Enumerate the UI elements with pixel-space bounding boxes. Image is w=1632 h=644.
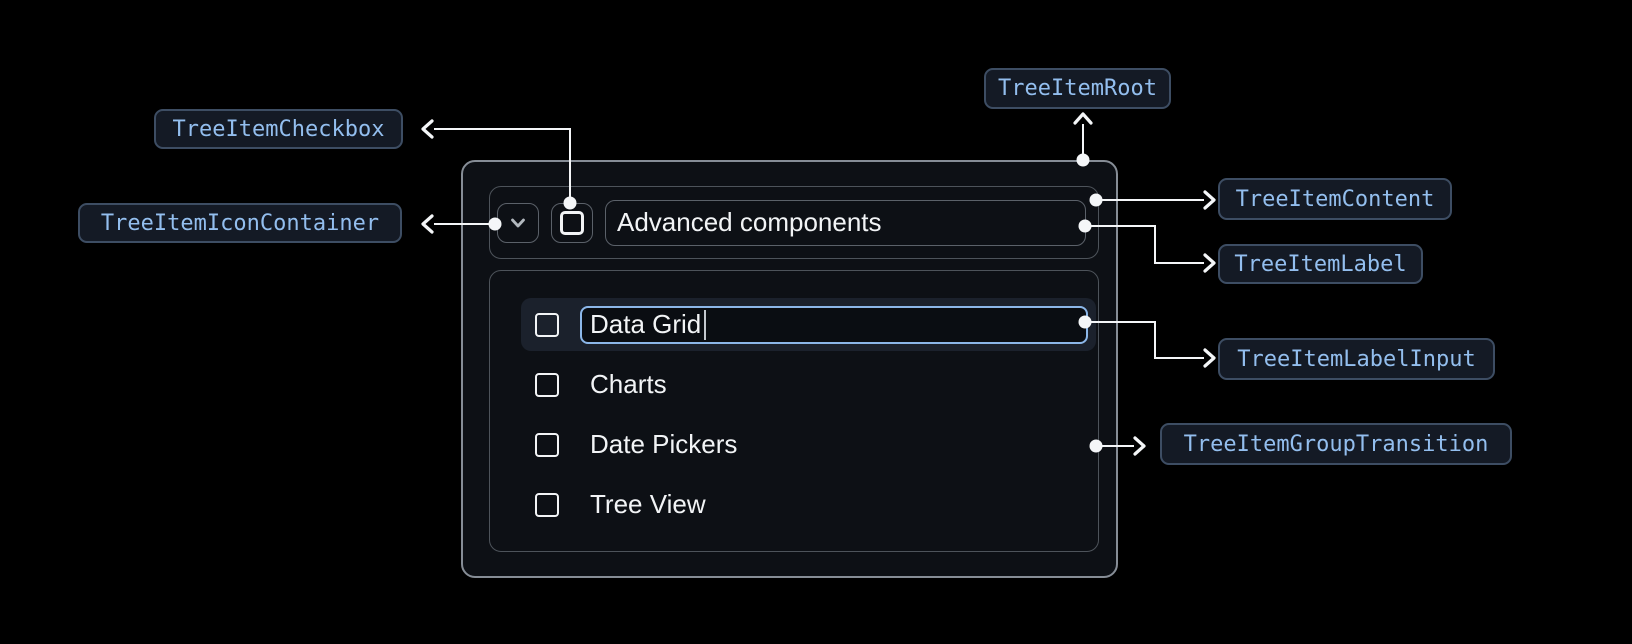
badge-tree-item-group-transition: TreeItemGroupTransition (1160, 423, 1512, 465)
badge-tree-item-label-input: TreeItemLabelInput (1218, 338, 1495, 380)
tree-item-label-input[interactable]: Data Grid (580, 305, 1088, 344)
badge-tree-item-root: TreeItemRoot (984, 68, 1171, 109)
tree-row[interactable]: Charts (521, 358, 1096, 411)
tree-item-group-transition: Data Grid Charts Date Pickers Tree View (489, 270, 1099, 552)
chevron-down-icon (511, 218, 525, 227)
arrow-left-icon (421, 119, 434, 139)
checkbox-icon[interactable] (535, 312, 559, 337)
checkbox-icon[interactable] (535, 432, 559, 457)
parent-item-label: Advanced components (617, 207, 882, 237)
tree-item-label: Date Pickers (590, 429, 738, 459)
tree-item-label: Tree View (590, 489, 706, 519)
arrow-up-icon (1073, 112, 1093, 125)
tree-item-icon-container[interactable] (497, 202, 539, 243)
arrow-right-icon (1203, 348, 1216, 368)
tree-item-root: Advanced components Data Grid Charts Dat… (461, 160, 1118, 578)
badge-tree-item-icon-container: TreeItemIconContainer (78, 203, 402, 243)
tree-row-editing[interactable]: Data Grid (521, 298, 1096, 351)
badge-tree-item-content: TreeItemContent (1218, 178, 1452, 220)
label-input-value: Data Grid (590, 309, 702, 339)
tree-item-label: Advanced components (605, 199, 1086, 246)
badge-tree-item-checkbox: TreeItemCheckbox (154, 109, 403, 149)
arrow-left-icon (421, 214, 434, 234)
arrow-right-icon (1203, 190, 1216, 210)
text-cursor-caret (704, 309, 707, 340)
tree-row[interactable]: Date Pickers (521, 418, 1096, 471)
tree-item-checkbox[interactable] (560, 210, 584, 235)
tree-item-content[interactable]: Advanced components (489, 186, 1099, 259)
arrow-right-icon (1203, 253, 1216, 273)
arrow-right-icon (1133, 436, 1146, 456)
badge-tree-item-label: TreeItemLabel (1218, 244, 1423, 284)
tree-item-label: Charts (590, 369, 667, 399)
checkbox-icon[interactable] (535, 492, 559, 517)
checkbox-icon[interactable] (535, 372, 559, 397)
tree-item-checkbox-container[interactable] (551, 202, 593, 243)
tree-row[interactable]: Tree View (521, 478, 1096, 531)
